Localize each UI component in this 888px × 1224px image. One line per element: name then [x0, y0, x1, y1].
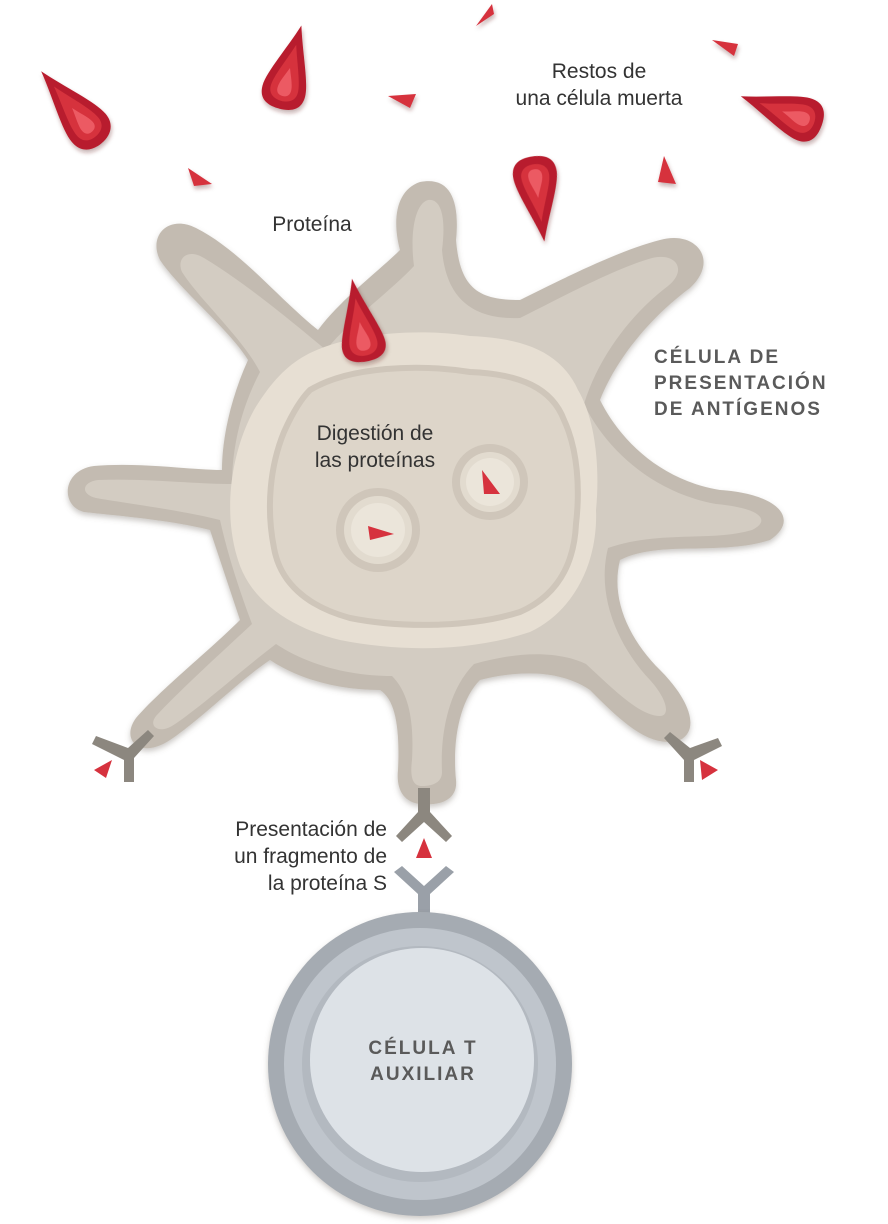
engulfed-protein-icon [341, 278, 386, 363]
helper-t-cell [268, 866, 572, 1216]
vesicle-icon [336, 488, 420, 572]
protein-fragment-icon [368, 526, 394, 540]
protein-fragment-icon [700, 760, 718, 780]
protein-fragment-icon [261, 25, 307, 110]
t-cell-receptor-icon [394, 866, 454, 922]
protein-fragment-icon [94, 760, 112, 778]
protein-label: Proteína [272, 213, 352, 236]
protein-fragment-icon [41, 71, 111, 150]
protein-fragment-icon [740, 96, 824, 142]
helper-t-cell-label: CÉLULA T AUXILIAR [368, 1038, 478, 1085]
fragment-presentation-label: Presentación de un fragmento de la prote… [234, 818, 387, 895]
vesicle-icon [452, 444, 528, 520]
protein-shard-icon [388, 94, 416, 108]
mhc-receptor-icon [664, 732, 722, 782]
protein-fragment-icon [416, 838, 432, 858]
apc-core [266, 364, 581, 628]
protein-shard-icon [658, 156, 676, 184]
dead-cell-debris-label: Restos de una célula muerta [515, 60, 683, 110]
antigen-presenting-cell [67, 181, 784, 858]
protein-shard-icon [712, 40, 738, 56]
dead-cell-debris [41, 4, 824, 242]
mhc-receptor-icon [396, 788, 452, 842]
mhc-receptor-icon [92, 730, 154, 782]
t-cell-core [310, 948, 534, 1172]
antigen-presenting-cell-label: CÉLULA DE PRESENTACIÓN DE ANTÍGENOS [654, 347, 828, 420]
protein-shard-icon [188, 168, 212, 186]
protein-shard-icon [476, 4, 494, 26]
protein-digestion-label: Digestión de las proteínas [314, 422, 436, 472]
protein-fragment-icon [512, 155, 557, 242]
protein-fragment-icon [482, 470, 500, 494]
